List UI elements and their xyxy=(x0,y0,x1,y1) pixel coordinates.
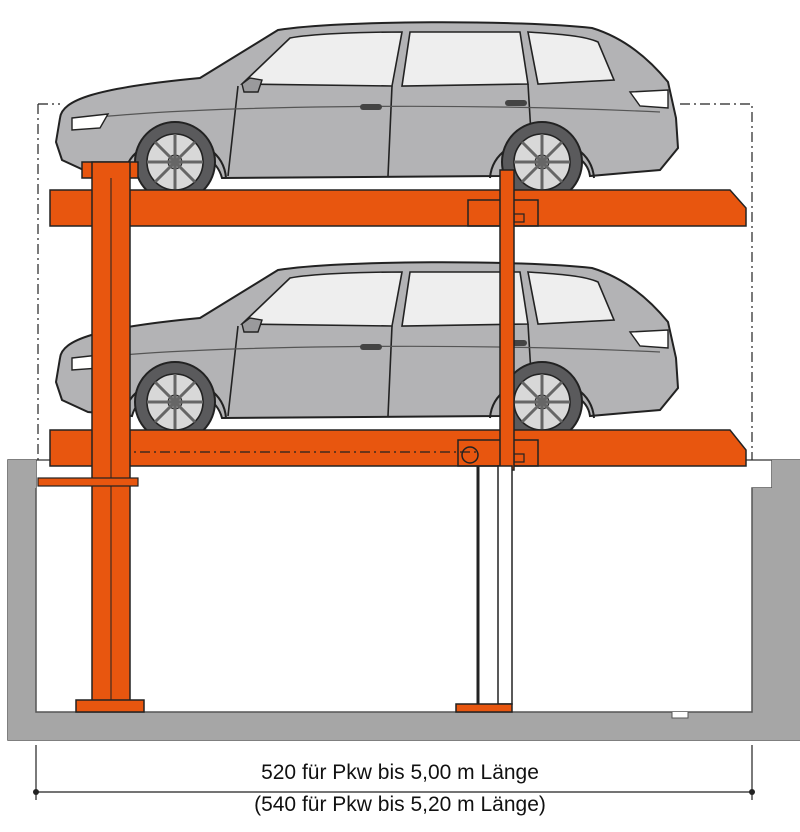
dimension-label: 520 für Pkw bis 5,00 m Länge xyxy=(261,761,539,784)
car-upper xyxy=(54,20,680,204)
left-column xyxy=(37,161,145,713)
lower-platform xyxy=(49,429,747,467)
dimension-line xyxy=(33,745,755,800)
right-column xyxy=(455,169,515,713)
garage-pit xyxy=(7,459,800,741)
car-lower xyxy=(54,260,680,444)
upper-platform xyxy=(49,189,747,227)
envelope-line xyxy=(37,103,753,460)
dimension-label-alt: (540 für Pkw bis 5,20 m Länge) xyxy=(254,793,546,816)
